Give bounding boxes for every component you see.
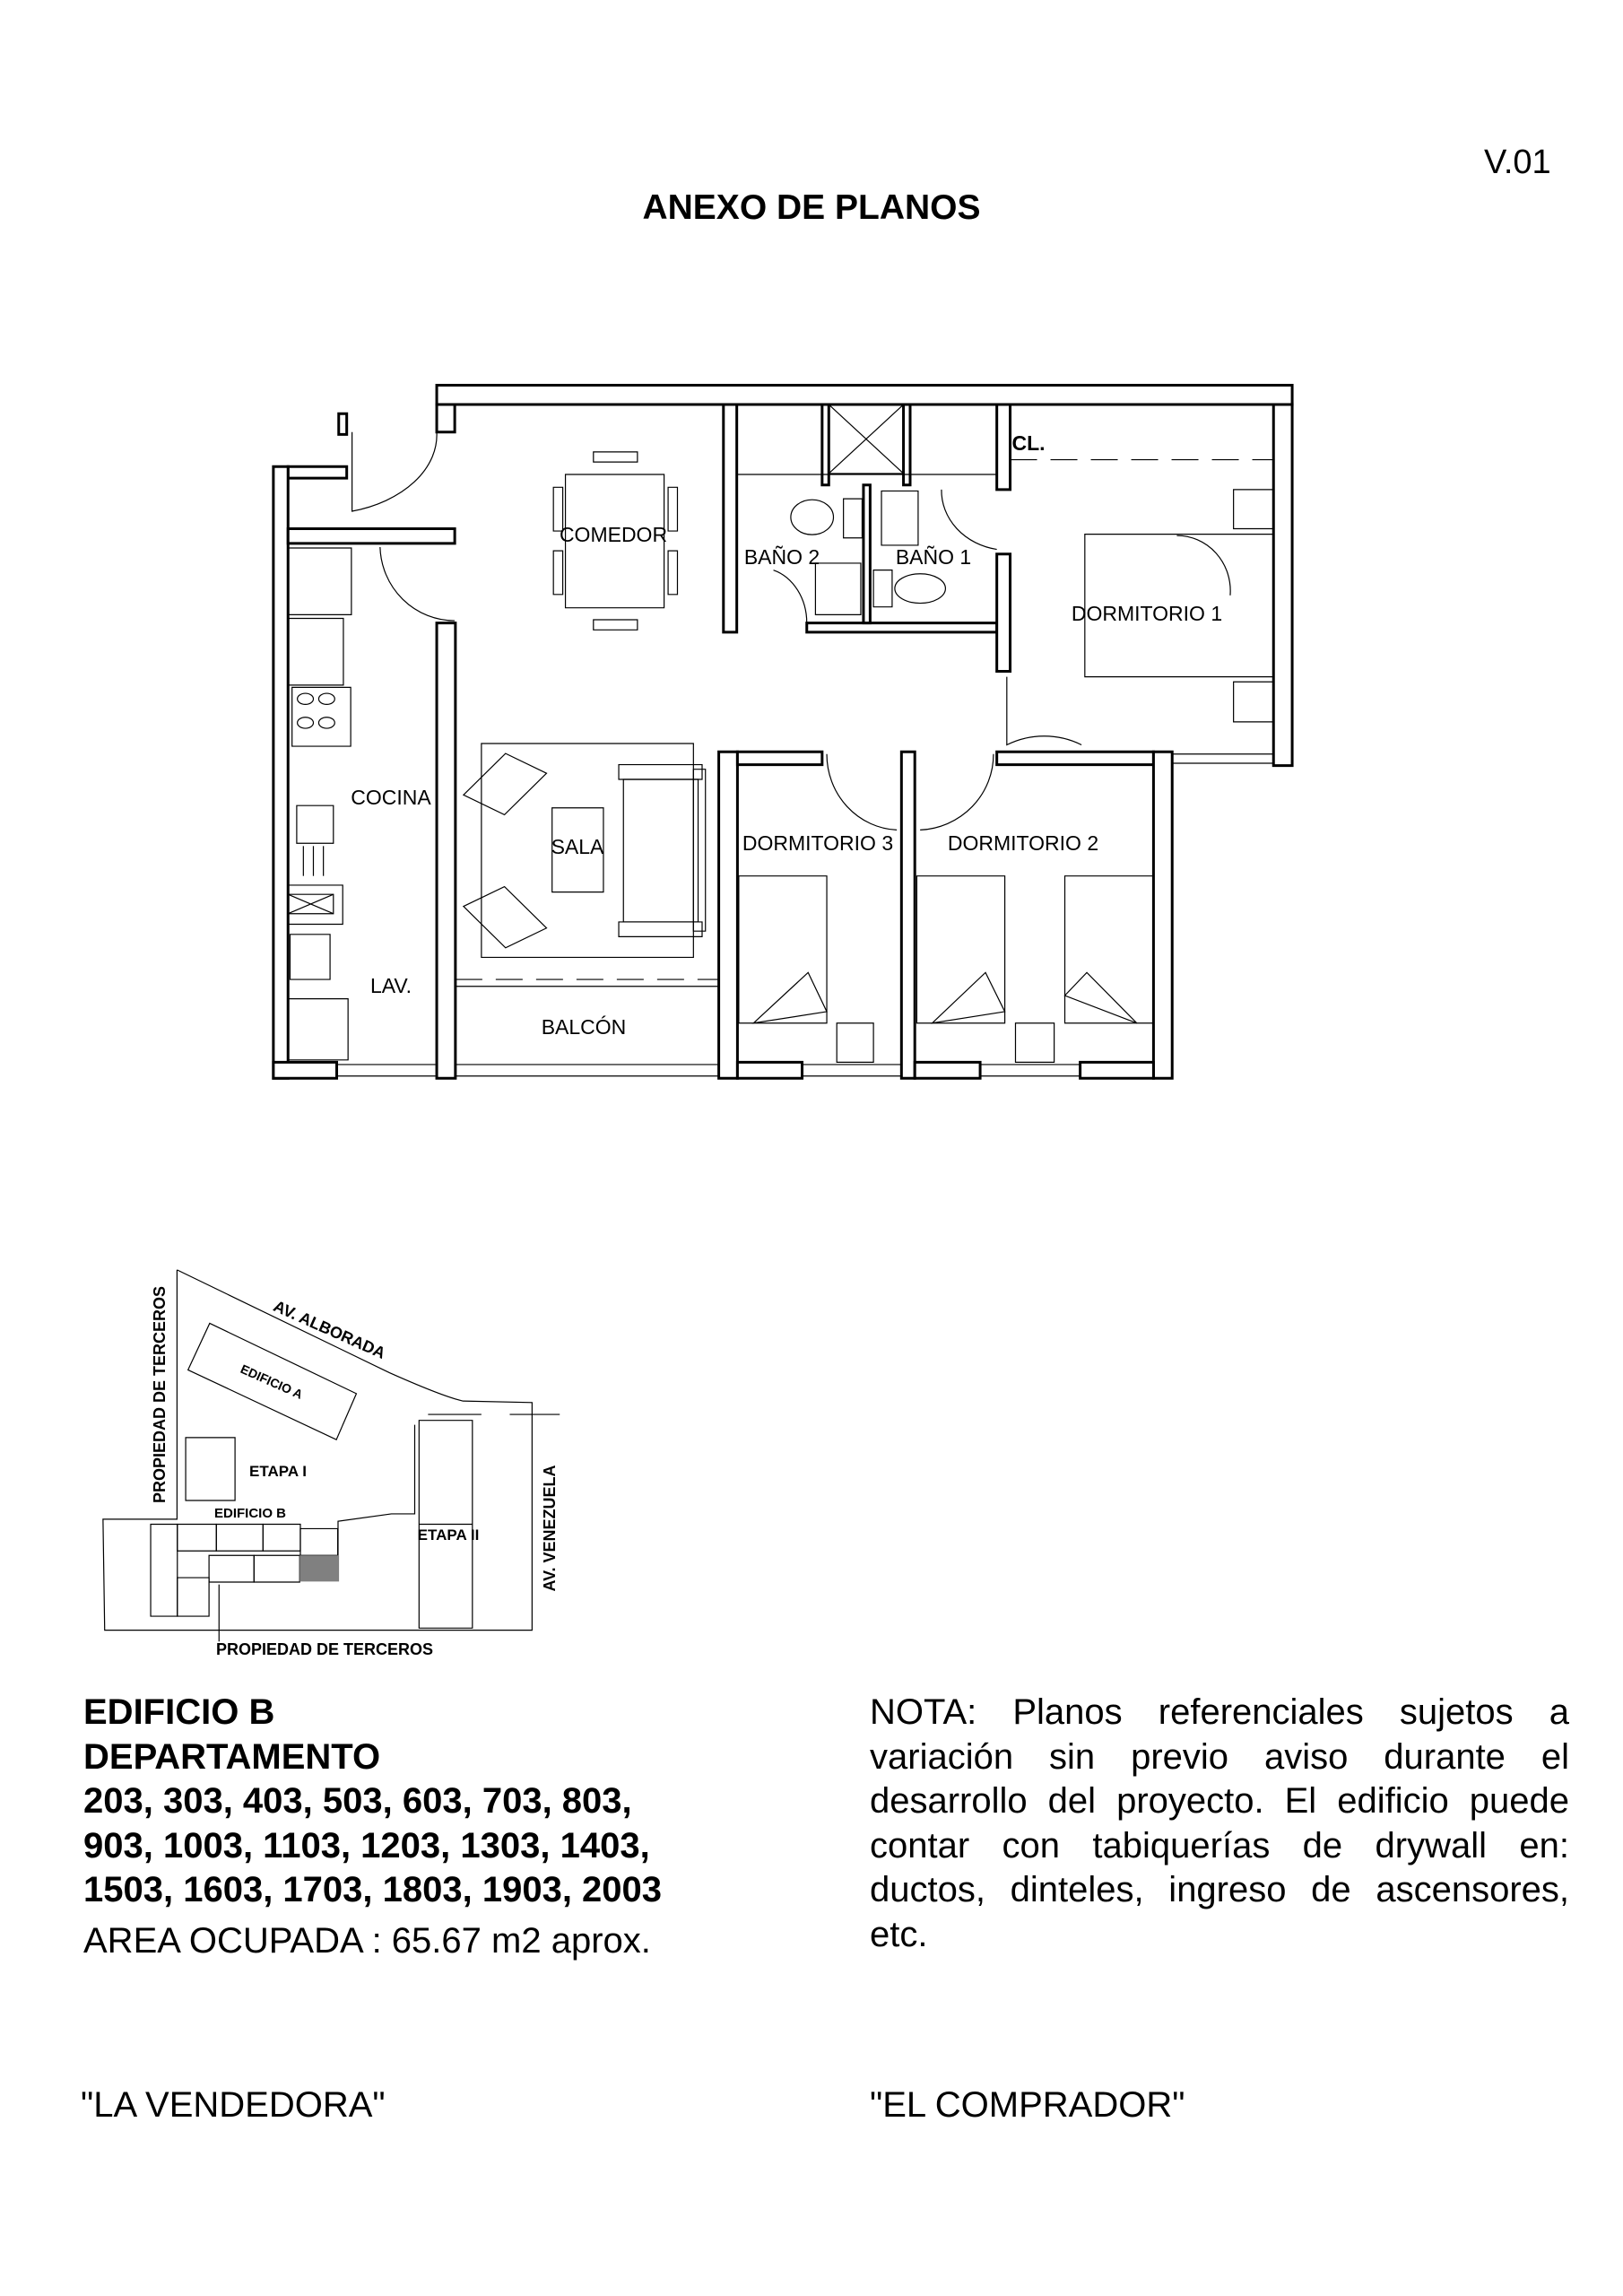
label-etapa-2: ETAPA II xyxy=(418,1526,480,1544)
area-ocupada: AREA OCUPADA : 65.67 m2 aprox. xyxy=(83,1920,651,1961)
unit-numbers-line: 203, 303, 403, 503, 603, 703, 803, xyxy=(83,1781,632,1821)
nota-block: NOTA: Planos referenciales sujetos a var… xyxy=(870,1691,1569,1957)
label-cocina: COCINA xyxy=(351,786,431,809)
label-edificio-a: EDIFICIO A xyxy=(239,1361,305,1402)
site-plan xyxy=(90,1256,610,1668)
nota-line: desarrollo del proyecto. El edificio pue… xyxy=(870,1781,1569,1821)
label-lavanderia: LAV. xyxy=(370,974,412,997)
label-av-venezuela: AV. VENEZUELA xyxy=(541,1465,559,1591)
version-label: V.01 xyxy=(1484,144,1551,181)
label-etapa-1: ETAPA I xyxy=(249,1463,307,1480)
label-dormitorio-1: DORMITORIO 1 xyxy=(1072,602,1222,625)
unit-info: EDIFICIO B DEPARTAMENTO 203, 303, 403, 5… xyxy=(83,1691,662,1963)
floor-plan xyxy=(260,368,1300,1085)
unit-numbers-line: 1503, 1603, 1703, 1803, 1903, 2003 xyxy=(83,1870,663,1909)
site-plan-labels: PROPIEDAD DE TERCEROS AV. ALBORADA EDIFI… xyxy=(151,1286,559,1658)
nota-line: variación sin previo aviso durante el xyxy=(870,1736,1569,1777)
label-dormitorio-2: DORMITORIO 2 xyxy=(948,831,1098,855)
unit-numbers-line: 903, 1003, 1103, 1203, 1303, 1403, xyxy=(83,1825,650,1866)
nota-line: etc. xyxy=(870,1914,928,1954)
label-comedor: COMEDOR xyxy=(560,523,667,546)
site-outline xyxy=(103,1270,560,1641)
furniture xyxy=(288,404,1273,1062)
windows-and-doors xyxy=(337,432,1274,1076)
buyer-signature-label: "EL COMPRADOR" xyxy=(870,2085,1185,2125)
unit-highlight xyxy=(299,1555,340,1582)
label-av-alborada: AV. ALBORADA xyxy=(271,1297,388,1362)
label-bano-1: BAÑO 1 xyxy=(896,545,971,569)
department-label: DEPARTAMENTO xyxy=(83,1736,381,1777)
nota-line: NOTA: Planos referenciales sujetos a xyxy=(870,1692,1569,1732)
label-edificio-b: EDIFICIO B xyxy=(214,1506,286,1521)
label-sala: SALA xyxy=(551,835,604,858)
nota-line: contar con tabiquerías de drywall en: xyxy=(870,1825,1569,1866)
label-propiedad-bottom: PROPIEDAD DE TERCEROS xyxy=(216,1640,433,1658)
seller-signature-label: "LA VENDEDORA" xyxy=(81,2085,386,2125)
walls xyxy=(273,385,1292,1078)
label-balcon: BALCÓN xyxy=(542,1015,627,1039)
label-dormitorio-3: DORMITORIO 3 xyxy=(742,831,893,855)
label-closet: CL. xyxy=(1011,431,1045,455)
label-bano-2: BAÑO 2 xyxy=(744,545,820,569)
floor-plan-labels: COMEDOR BAÑO 2 BAÑO 1 CL. DORMITORIO 1 C… xyxy=(351,431,1222,1039)
nota-line: ductos, dinteles, ingreso de ascensores, xyxy=(870,1870,1569,1909)
page-title: ANEXO DE PLANOS xyxy=(642,188,981,227)
building-name: EDIFICIO B xyxy=(83,1692,275,1732)
label-propiedad-left: PROPIEDAD DE TERCEROS xyxy=(151,1286,169,1503)
